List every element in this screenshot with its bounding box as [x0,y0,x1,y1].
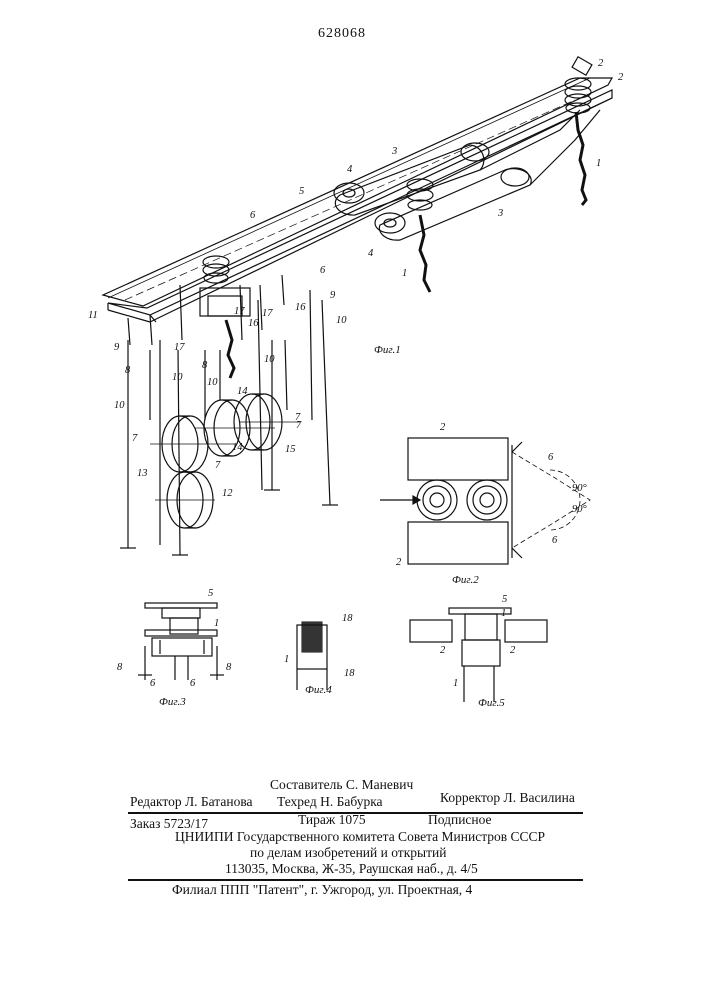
label: 6 [250,210,255,221]
figure-3-drawing [138,603,224,680]
label: 90° [572,504,587,515]
label: 4 [347,164,352,175]
label: 6 [548,452,553,463]
label: 10 [172,372,183,383]
label: 5 [299,186,304,197]
label: 2 [440,422,445,433]
label: 8 [117,662,122,673]
label: 18 [342,613,353,624]
label: 2 [440,645,445,656]
label: 90° [572,483,587,494]
figure-5-drawing [410,608,547,702]
label: 16 [295,302,306,313]
divider [128,879,583,881]
label: 7 [215,460,220,471]
circulation-line: Тираж 1075 [298,812,366,828]
label: 2 [510,645,515,656]
label: 1 [596,158,601,169]
label: 17 [262,308,273,319]
label: 10 [114,400,125,411]
address-line: 113035, Москва, Ж-35, Раушская наб., д. … [225,861,478,877]
label: 6 [320,265,325,276]
label: 1 [284,654,289,665]
label: 2 [598,58,603,69]
label: 3 [392,146,397,157]
label: 7 [295,412,300,423]
figure-1-drawing [103,57,612,555]
label: 12 [222,488,233,499]
patent-number: 628068 [318,26,366,42]
label: 13 [137,468,148,479]
label: 8 [125,365,130,376]
label: 3 [498,208,503,219]
label: 1 [402,268,407,279]
figure-2-caption: Фиг.2 [452,574,479,586]
label: 5 [502,594,507,605]
figure-4-drawing [297,622,327,690]
branch-line: Филиал ППП "Патент", г. Ужгород, ул. Про… [172,882,472,898]
label: 6 [552,535,557,546]
label: 6 [190,678,195,689]
label: 18 [344,668,355,679]
label: 10 [336,315,347,326]
corrector-line: Корректор Л. Василина [440,790,575,806]
label: 6 [150,678,155,689]
label: 8 [226,662,231,673]
label: 1 [501,608,506,619]
figure-5-caption: Фиг.5 [478,697,505,709]
label: 1 [214,618,219,629]
label: 8 [202,360,207,371]
institute-line-2: по делам изобретений и открытий [250,845,446,861]
label: 7 [132,433,137,444]
editor-line: Редактор Л. Батанова [130,794,253,810]
institute-line-1: ЦНИИПИ Государственного комитета Совета … [175,829,545,845]
label: 1 [453,678,458,689]
label: 2 [618,72,623,83]
label: 10 [264,354,275,365]
label: 5 [208,588,213,599]
label: 14 [237,386,248,397]
label: 4 [368,248,373,259]
label: 17 [174,342,185,353]
label: 16 [248,318,259,329]
figure-4-caption: Фиг.4 [305,684,332,696]
label: 14 [232,442,243,453]
label: 2 [396,557,401,568]
label: 10 [207,377,218,388]
techred-line: Техред Н. Бабурка [277,794,383,810]
figure-2-drawing [380,438,590,564]
label: 15 [285,444,296,455]
figure-1-caption: Фиг.1 [374,344,401,356]
label: 11 [88,310,98,321]
subscription-line: Подписное [428,812,492,828]
label: 17 [234,306,245,317]
compiler-line: Составитель С. Маневич [270,777,413,793]
label: 9 [114,342,119,353]
label: 9 [330,290,335,301]
figure-3-caption: Фиг.3 [159,696,186,708]
